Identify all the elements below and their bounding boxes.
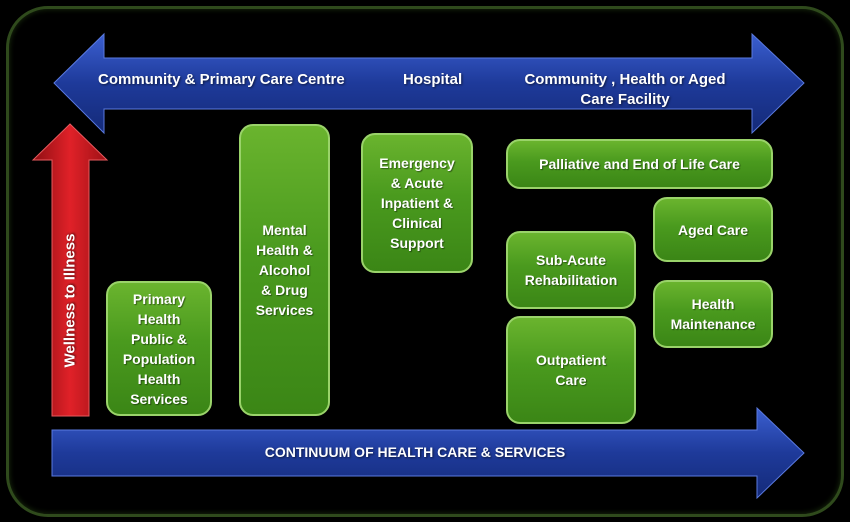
label-community-facility-line1: Community , Health or Aged <box>524 71 726 88</box>
box-sub-acute-rehabilitation: Sub-Acute Rehabilitation <box>506 231 636 309</box>
box-primary-health: Primary Health Public & Population Healt… <box>106 281 212 416</box>
continuum-label: CONTINUUM OF HEALTH CARE & SERVICES <box>264 444 566 460</box>
label-community-facility-line2: Care Facility <box>580 91 670 108</box>
box-mental-health: Mental Health & Alcohol & Drug Services <box>239 124 330 416</box>
wellness-illness-label-wrap: Wellness to Illness <box>42 200 97 400</box>
label-hospital: Hospital <box>403 71 463 88</box>
box-health-maintenance: Health Maintenance <box>653 280 773 348</box>
label-community-primary-care: Community & Primary Care Centre <box>98 71 345 88</box>
outer-frame <box>6 6 844 517</box>
wellness-illness-label: Wellness to Illness <box>61 233 79 367</box>
box-outpatient-care: Outpatient Care <box>506 316 636 424</box>
box-aged-care: Aged Care <box>653 197 773 262</box>
box-palliative-care: Palliative and End of Life Care <box>506 139 773 189</box>
box-emergency-acute: Emergency & Acute Inpatient & Clinical S… <box>361 133 473 273</box>
